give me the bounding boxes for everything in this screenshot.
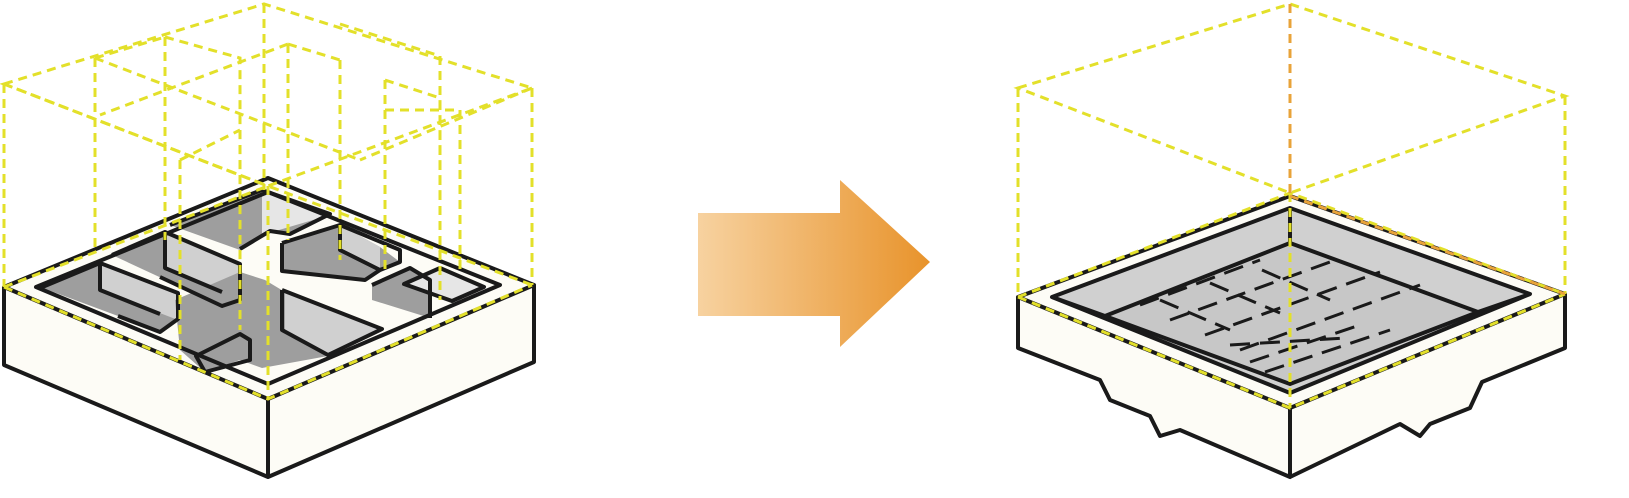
left-partition-i bbox=[194, 332, 252, 374]
left-partition-a bbox=[39, 261, 180, 334]
left-partition-e bbox=[169, 188, 332, 251]
right-grid-line-6 bbox=[1249, 323, 1361, 364]
left-foundation-block bbox=[0, 2, 537, 479]
left-partition-h bbox=[280, 288, 384, 357]
right-grid-line-10 bbox=[1261, 268, 1331, 302]
left-volume-vertical-edges bbox=[2, 4, 534, 399]
left-volume-outline-top bbox=[0, 2, 537, 188]
left-pit-3-wall bbox=[262, 190, 330, 235]
left-volume-inner-1 bbox=[93, 35, 242, 260]
right-grid-line-4 bbox=[1239, 283, 1421, 352]
left-inner-rim bbox=[34, 190, 502, 386]
left-partition-b bbox=[98, 263, 161, 316]
left-pit-4-wall bbox=[340, 225, 380, 270]
left-volume-inner-2 bbox=[286, 22, 442, 300]
left-partition-f bbox=[280, 223, 402, 282]
left-dashed-volumes bbox=[0, 2, 537, 401]
left-partition-j bbox=[371, 266, 432, 318]
left-volume-diagonals bbox=[3, 42, 533, 188]
right-volume-verticals bbox=[1016, 88, 1567, 408]
right-grid-line-8 bbox=[1159, 298, 1231, 332]
left-volume-inner-3 bbox=[383, 78, 462, 270]
right-floor-grid bbox=[1139, 258, 1421, 374]
right-grid-line-3 bbox=[1204, 270, 1381, 337]
right-slab-edge bbox=[1016, 294, 1567, 479]
left-partition-d bbox=[163, 232, 223, 294]
left-volume-base-dash bbox=[3, 184, 533, 401]
right-foundation-block bbox=[1013, 2, 1570, 479]
right-accent-edge bbox=[1289, 194, 1566, 296]
right-grid-line-5 bbox=[1229, 336, 1346, 347]
left-slab-edge bbox=[2, 285, 536, 479]
left-volume-inner-4 bbox=[178, 128, 242, 360]
left-pit-1-wall bbox=[100, 262, 178, 320]
right-grid-line-9 bbox=[1209, 281, 1281, 315]
transition-arrow-icon bbox=[698, 180, 930, 347]
right-grid-line-7 bbox=[1264, 328, 1391, 374]
left-partition-k bbox=[402, 266, 486, 303]
right-grid-line-1 bbox=[1139, 258, 1261, 307]
